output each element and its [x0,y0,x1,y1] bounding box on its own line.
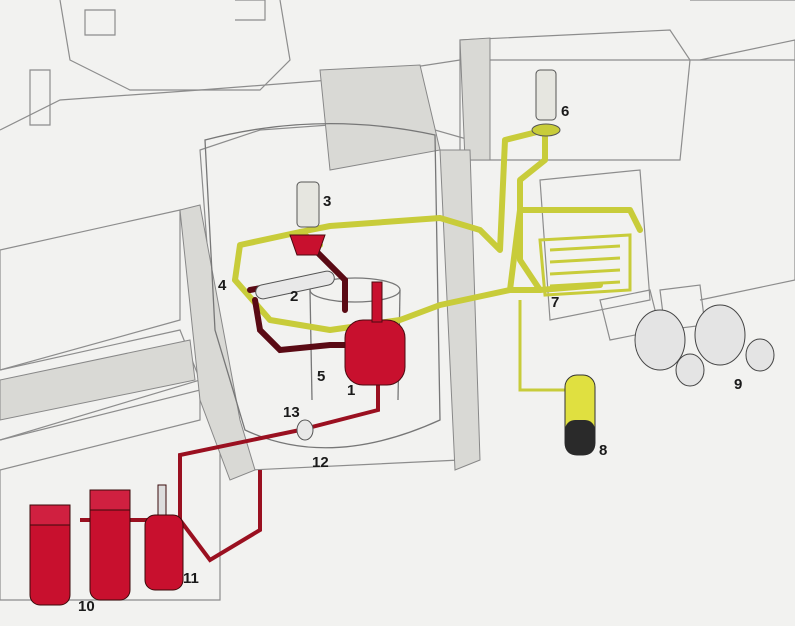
label-2: 2 [290,288,299,305]
label-6: 6 [561,103,570,120]
label-13: 13 [283,404,300,421]
heat-exchanger-2 [255,270,335,300]
freeze-valve-13 [296,419,314,441]
fuel-drain-tanks-10 [29,489,131,606]
label-11: 11 [183,570,199,587]
label-5: 5 [317,368,326,385]
label-7: 7 [551,294,560,311]
coolant-drain-tank-8 [564,374,596,456]
flush-tank-11 [144,484,184,591]
label-12: 12 [312,454,329,471]
heat-exchanger-coil [538,233,632,297]
label-9: 9 [734,376,743,393]
label-3: 3 [323,193,332,210]
coolant-pump-6 [531,69,561,137]
fuel-pump-3 [289,181,326,256]
label-10: 10 [78,598,95,615]
blowers-9 [634,304,775,387]
drain-line-8 [518,300,577,392]
label-8: 8 [599,442,608,459]
label-4: 4 [218,277,227,294]
reactor-vessel-1 [344,281,406,386]
concrete-shield [0,37,491,481]
label-1: 1 [347,382,356,399]
coolant-loop [232,127,643,333]
